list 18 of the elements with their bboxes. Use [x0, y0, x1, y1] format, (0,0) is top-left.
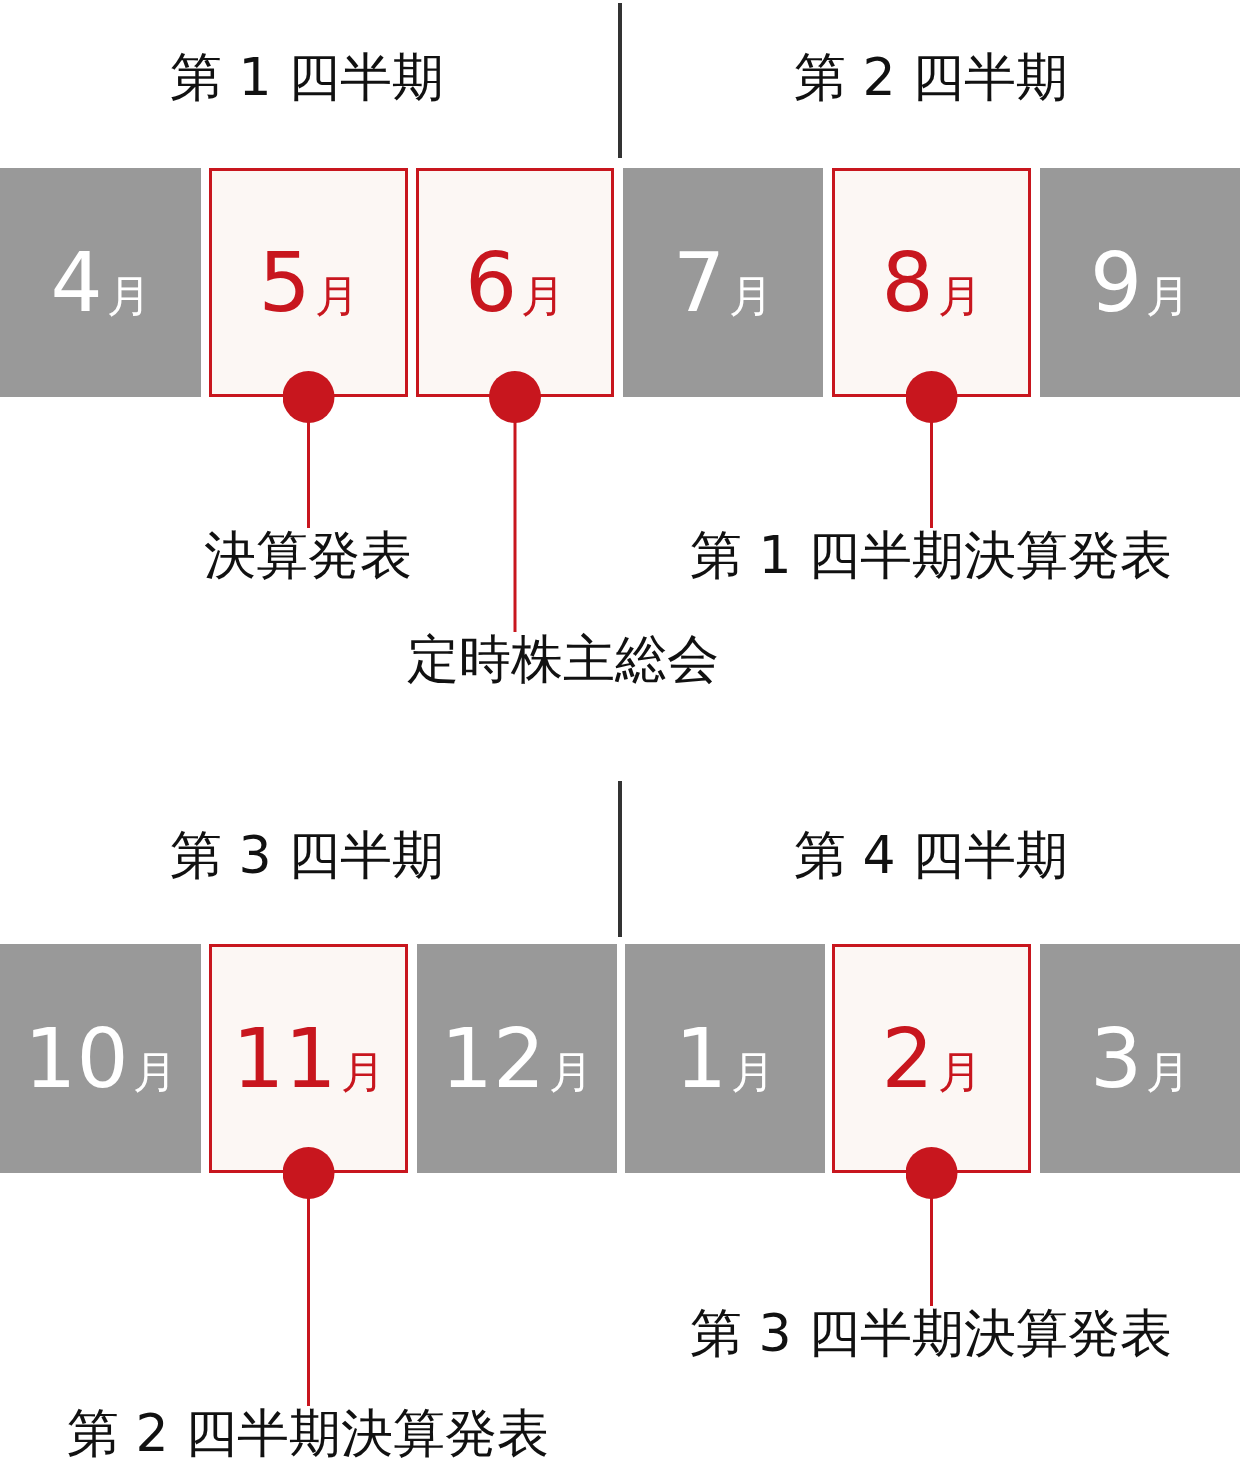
month-box: 10月	[0, 944, 201, 1173]
month-box: 4月	[0, 168, 201, 397]
event-label: 第 3 四半期決算発表	[689, 1306, 1173, 1361]
quarter-heading: 第 1 四半期	[169, 50, 445, 105]
event-label: 定時株主総会	[407, 632, 719, 687]
leader-line	[905, 1147, 958, 1306]
leader-line	[905, 371, 958, 528]
month-box: 6月	[416, 168, 614, 397]
event-label: 第 2 四半期決算発表	[66, 1406, 550, 1461]
quarter-heading: 第 4 四半期	[793, 828, 1069, 883]
leader-line	[489, 371, 541, 632]
event-label: 決算発表	[204, 528, 412, 583]
leader-line	[282, 371, 335, 528]
event-label: 第 1 四半期決算発表	[689, 528, 1173, 583]
month-box: 9月	[1040, 168, 1240, 397]
leader-line	[282, 1147, 335, 1406]
quarter-heading: 第 2 四半期	[793, 50, 1069, 105]
quarter-heading: 第 3 四半期	[169, 828, 445, 883]
